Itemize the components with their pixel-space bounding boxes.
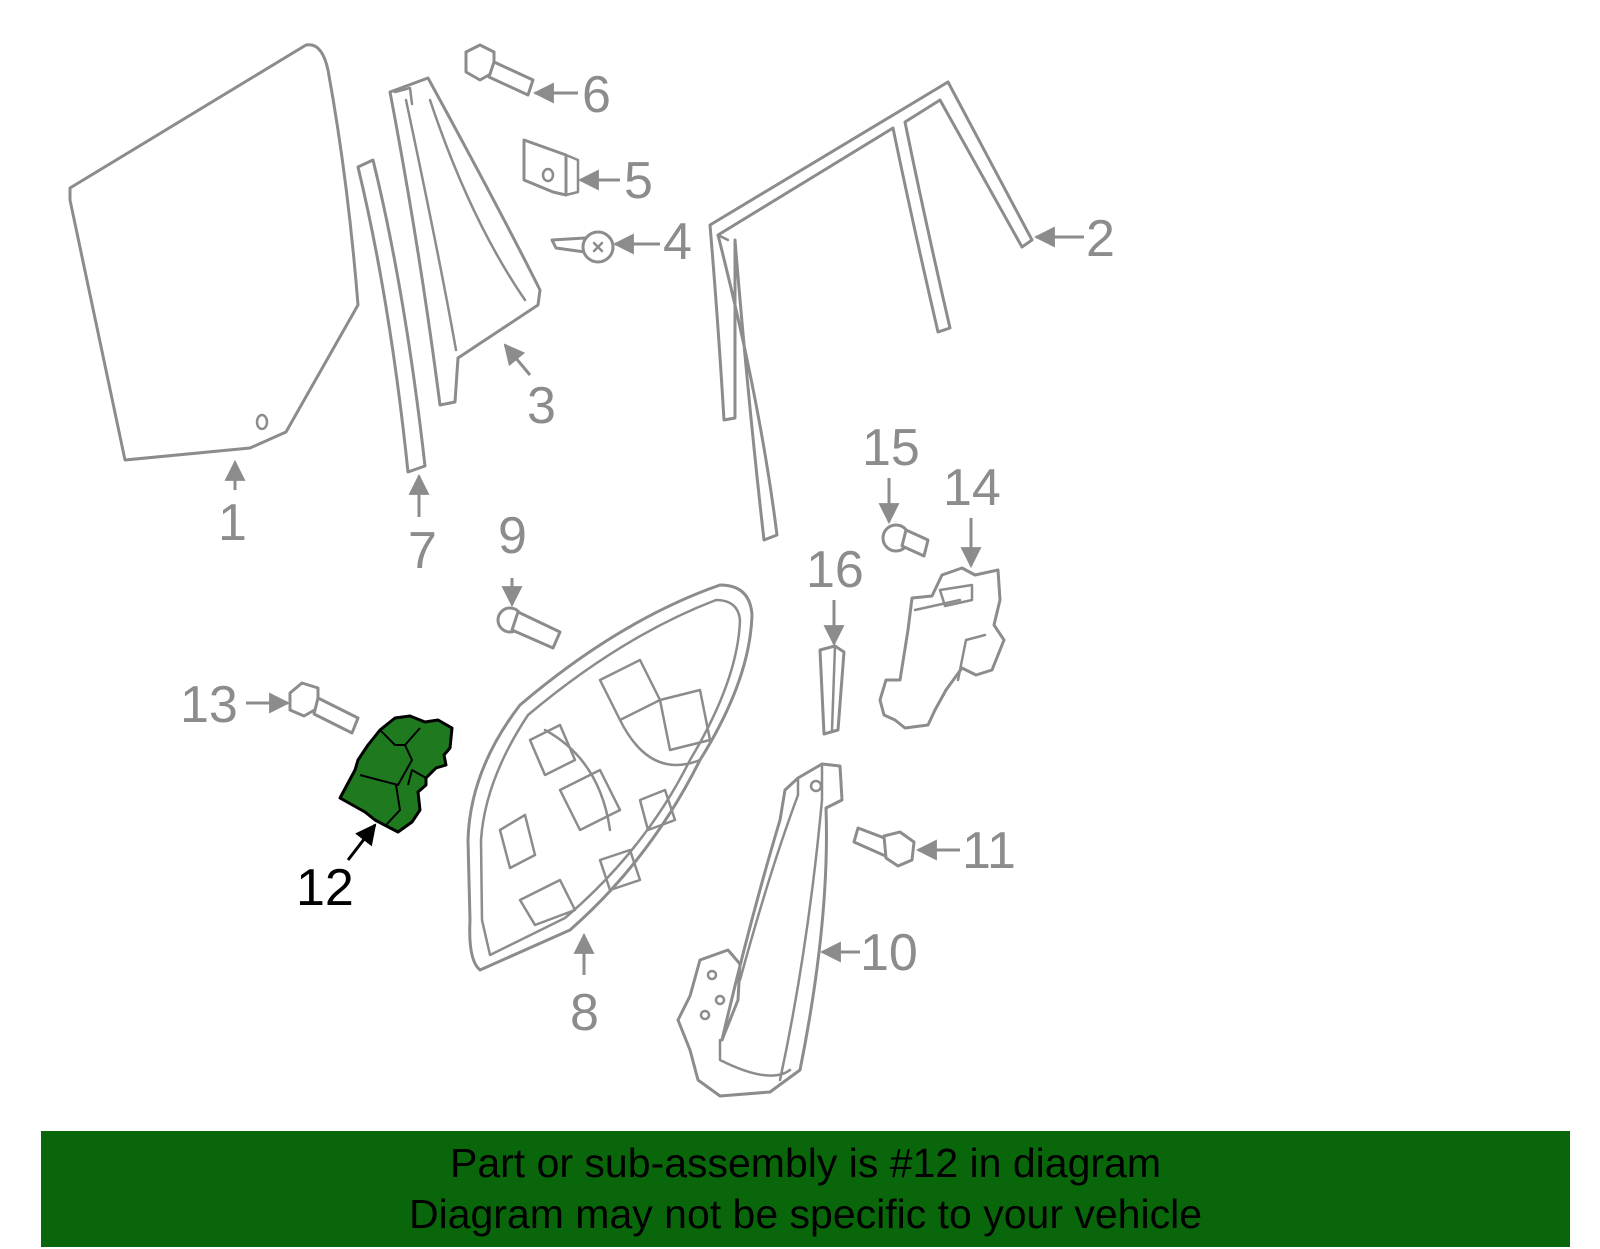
part-15-screw	[881, 523, 930, 558]
callout-5: 5	[624, 152, 653, 210]
callout-arrows	[224, 82, 1084, 975]
part-12-highlighted	[338, 714, 454, 834]
part-4-screw	[550, 230, 615, 264]
part-6-bolt	[464, 43, 535, 97]
callout-14: 14	[943, 459, 1001, 517]
footer-line-2: Diagram may not be specific to your vehi…	[408, 1191, 1202, 1237]
part-16-seal	[818, 644, 846, 736]
callout-labels: 1 2 3 4 5 6 7 8 9 10 11 12 13 14 15 16	[180, 66, 1115, 1042]
callout-8: 8	[570, 984, 599, 1042]
callout-7: 7	[408, 522, 437, 580]
part-14-lock-actuator	[878, 566, 1006, 730]
callout-10: 10	[860, 924, 918, 982]
callout-13: 13	[180, 676, 238, 734]
callout-2: 2	[1086, 210, 1115, 268]
callout-15: 15	[862, 419, 920, 477]
footer-line-1: Part or sub-assembly is #12 in diagram	[450, 1140, 1161, 1186]
callout-1: 1	[218, 494, 247, 552]
part-3-quarter-glass	[388, 76, 542, 407]
part-5-clip	[522, 138, 580, 197]
part-10-regulator	[676, 762, 844, 1098]
part-11-bolt	[852, 826, 916, 868]
part-8-carrier-panel	[466, 583, 754, 972]
callout-16: 16	[806, 541, 864, 599]
callout-4: 4	[663, 213, 692, 271]
footer-banner: Part or sub-assembly is #12 in diagram D…	[41, 1131, 1570, 1247]
callout-11: 11	[962, 822, 1016, 880]
part-13-bolt	[288, 681, 360, 735]
callout-9: 9	[498, 507, 527, 565]
part-2-window-frame	[708, 80, 1034, 542]
callout-3: 3	[527, 377, 556, 435]
part-9-bolt	[496, 606, 562, 650]
part-1-door-glass	[68, 43, 360, 462]
callout-6: 6	[582, 66, 611, 124]
callout-12: 12	[296, 859, 354, 917]
part-7-run-channel	[356, 158, 427, 474]
